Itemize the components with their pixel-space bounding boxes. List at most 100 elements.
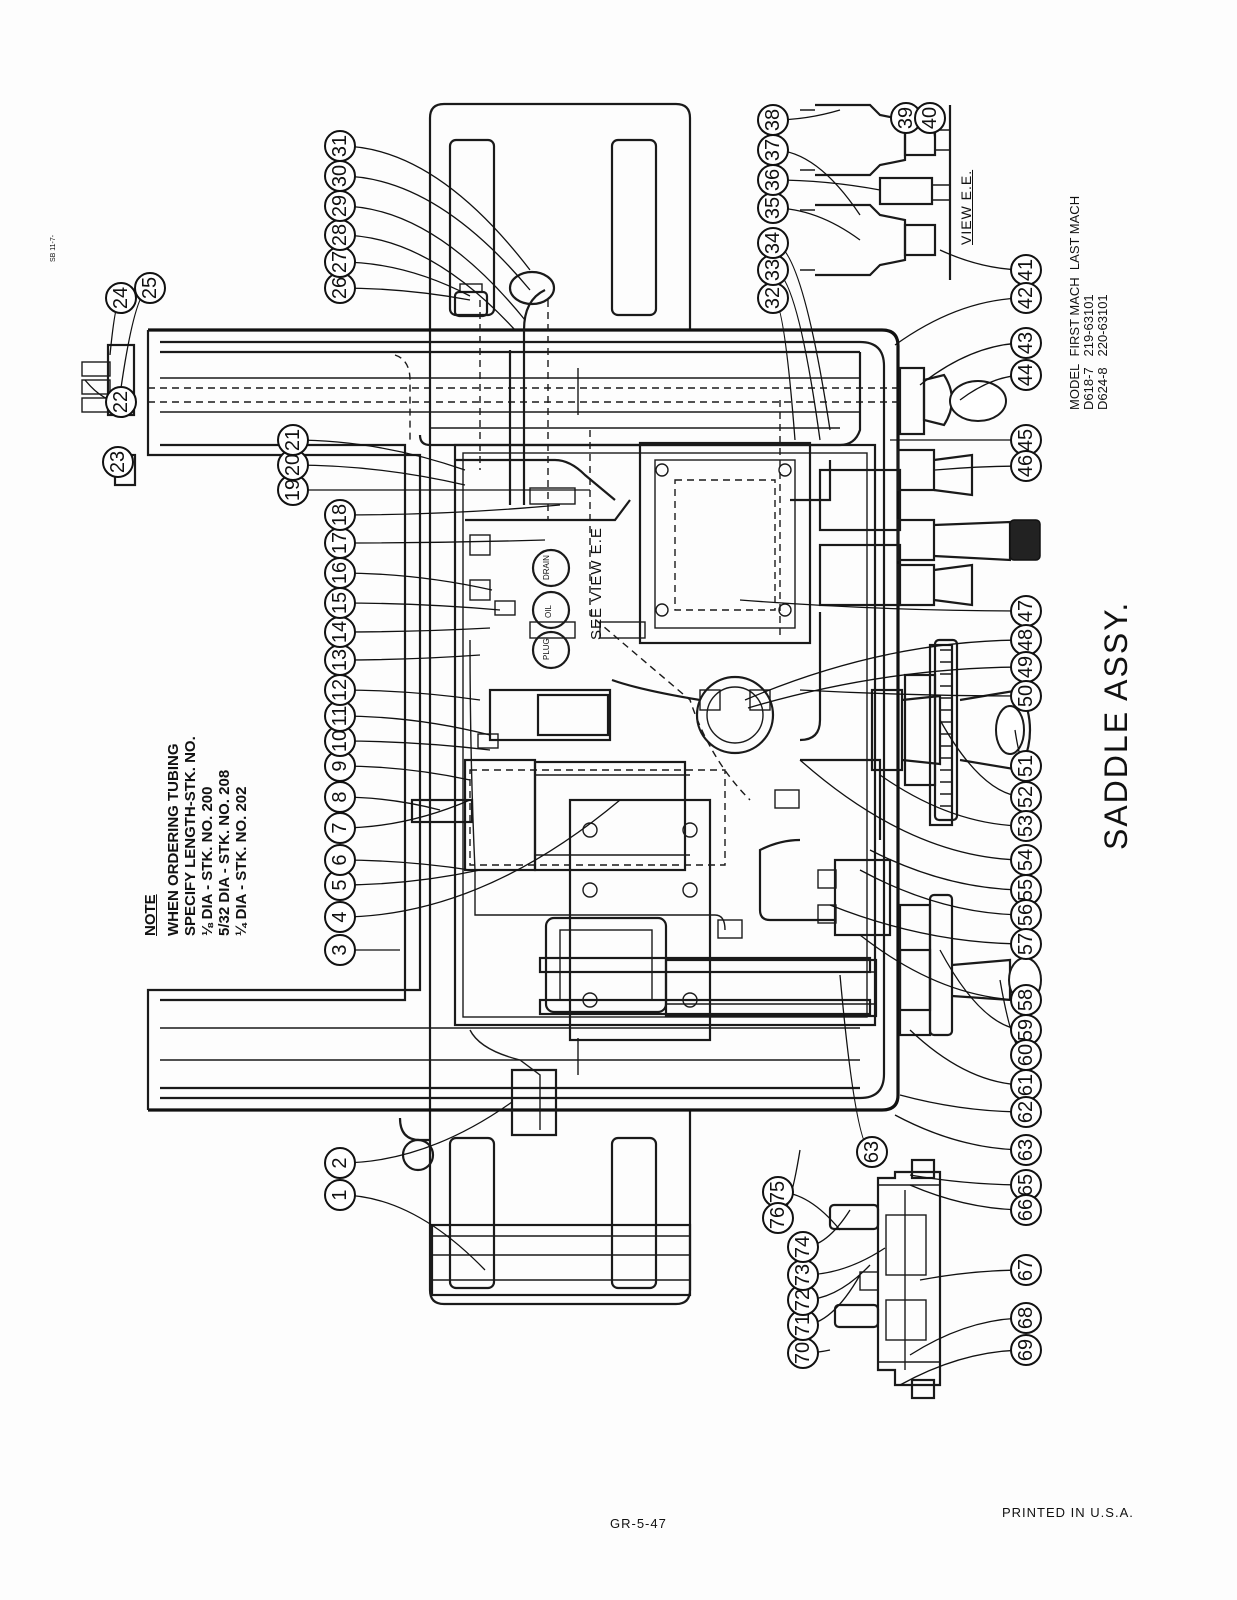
- callout-43: 43: [1010, 327, 1042, 359]
- callout-18: 18: [324, 499, 356, 531]
- callout-number: 75: [767, 1181, 789, 1203]
- callout-41: 41: [1010, 254, 1042, 286]
- callout-number: 44: [1015, 364, 1037, 386]
- leader-line-4: [339, 799, 621, 918]
- callout-75: 75: [762, 1176, 794, 1208]
- callout-29: 29: [324, 190, 356, 222]
- printed-in-usa: PRINTED IN U.S.A.: [1002, 1505, 1134, 1520]
- callout-58: 58: [1010, 984, 1042, 1016]
- leader-line-14: [339, 627, 491, 633]
- callout-number: 69: [1015, 1339, 1037, 1361]
- leader-line-50: [799, 689, 1027, 697]
- leader-line-54: [799, 759, 1027, 861]
- callout-number: 3: [329, 944, 351, 955]
- callout-number: 56: [1015, 904, 1037, 926]
- callout-number: 60: [1015, 1044, 1037, 1066]
- last-mach-header: LAST MACH: [1067, 195, 1082, 271]
- callout-circle: [1010, 1302, 1042, 1334]
- callout-number: 20: [282, 454, 304, 476]
- note-line-3: ⅛ DIA - STK. NO. 200: [199, 786, 216, 936]
- callout-5: 5: [324, 869, 356, 901]
- callout-circle: [1010, 359, 1042, 391]
- callout-number: 50: [1015, 685, 1037, 707]
- leader-line-42: [894, 297, 1027, 346]
- callout-1: 1: [324, 1179, 356, 1211]
- leader-line-58: [859, 934, 1027, 1001]
- callout-number: 18: [329, 504, 351, 526]
- callout-24: 24: [105, 282, 137, 314]
- callout-53: 53: [1010, 810, 1042, 842]
- callout-number: 10: [329, 730, 351, 752]
- callout-number: 6: [329, 854, 351, 865]
- drawing-code: GR-5-47: [610, 1516, 667, 1531]
- callout-8: 8: [324, 781, 356, 813]
- callout-34: 34: [757, 227, 789, 259]
- callout-56: 56: [1010, 899, 1042, 931]
- callout-number: 41: [1015, 259, 1037, 281]
- callout-number: 58: [1015, 989, 1037, 1011]
- callout-circle: [1010, 680, 1042, 712]
- callout-23: 23: [102, 446, 134, 478]
- callout-number: 66: [1015, 1199, 1037, 1221]
- callout-number: 71: [792, 1314, 814, 1336]
- callout-circle: [105, 386, 137, 418]
- callout-number: 54: [1015, 849, 1037, 871]
- callout-number: 33: [762, 259, 784, 281]
- callout-number: 26: [329, 277, 351, 299]
- callout-38: 38: [757, 104, 789, 136]
- callout-17: 17: [324, 527, 356, 559]
- callout-number: 45: [1015, 429, 1037, 451]
- callout-44: 44: [1010, 359, 1042, 391]
- callout-number: 17: [329, 532, 351, 554]
- callout-59: 59: [1010, 1014, 1042, 1046]
- callout-number: 9: [329, 760, 351, 771]
- callout-number: 52: [1015, 786, 1037, 808]
- callout-circle: [1010, 282, 1042, 314]
- model-table: MODEL FIRST MACH LAST MACH D618-7 219-63…: [1067, 195, 1110, 410]
- callout-7: 7: [324, 812, 356, 844]
- callout-number: 21: [282, 429, 304, 451]
- callout-number: 73: [792, 1264, 814, 1286]
- callout-number: 65: [1015, 1174, 1037, 1196]
- leader-line-15: [339, 602, 501, 611]
- leader-line-10: [339, 740, 491, 751]
- callout-circle: [277, 424, 309, 456]
- callout-54: 54: [1010, 844, 1042, 876]
- callout-number: 38: [762, 109, 784, 131]
- callout-number: 39: [895, 107, 917, 129]
- leader-line-1: [339, 1194, 486, 1271]
- callout-circle: [105, 282, 137, 314]
- callout-number: 8: [329, 791, 351, 802]
- leader-line-49: [747, 666, 1027, 709]
- callout-61: 61: [1010, 1069, 1042, 1101]
- callout-number: 2: [329, 1157, 351, 1168]
- callout-circle: [787, 1231, 819, 1263]
- callout-circle: [1010, 327, 1042, 359]
- tubing: [394, 289, 882, 1137]
- callout-31: 31: [324, 130, 356, 162]
- callout-circle: [324, 901, 356, 933]
- upper-table-outline: [428, 102, 692, 1306]
- callout-21: 21: [277, 424, 309, 456]
- tubing-note: NOTE WHEN ORDERING TUBING SPECIFY LENGTH…: [142, 736, 250, 936]
- callout-number: 46: [1015, 455, 1037, 477]
- callout-66: 66: [1010, 1194, 1042, 1226]
- model-header: MODEL: [1067, 363, 1082, 410]
- callout-number: 40: [919, 107, 941, 129]
- callout-69: 69: [1010, 1334, 1042, 1366]
- callout-36: 36: [757, 164, 789, 196]
- callout-number: 63: [1015, 1139, 1037, 1161]
- callout-number: 48: [1015, 629, 1037, 651]
- callout-55: 55: [1010, 874, 1042, 906]
- callout-46: 46: [1010, 450, 1042, 482]
- callout-circle: [762, 1202, 794, 1234]
- callout-number: 31: [329, 135, 351, 157]
- leader-line-68: [909, 1317, 1027, 1356]
- callout-65: 65: [1010, 1169, 1042, 1201]
- callout-number: 72: [792, 1289, 814, 1311]
- callout-circle: [134, 272, 166, 304]
- callout-number: 37: [762, 139, 784, 161]
- callout-circle: [856, 1136, 888, 1168]
